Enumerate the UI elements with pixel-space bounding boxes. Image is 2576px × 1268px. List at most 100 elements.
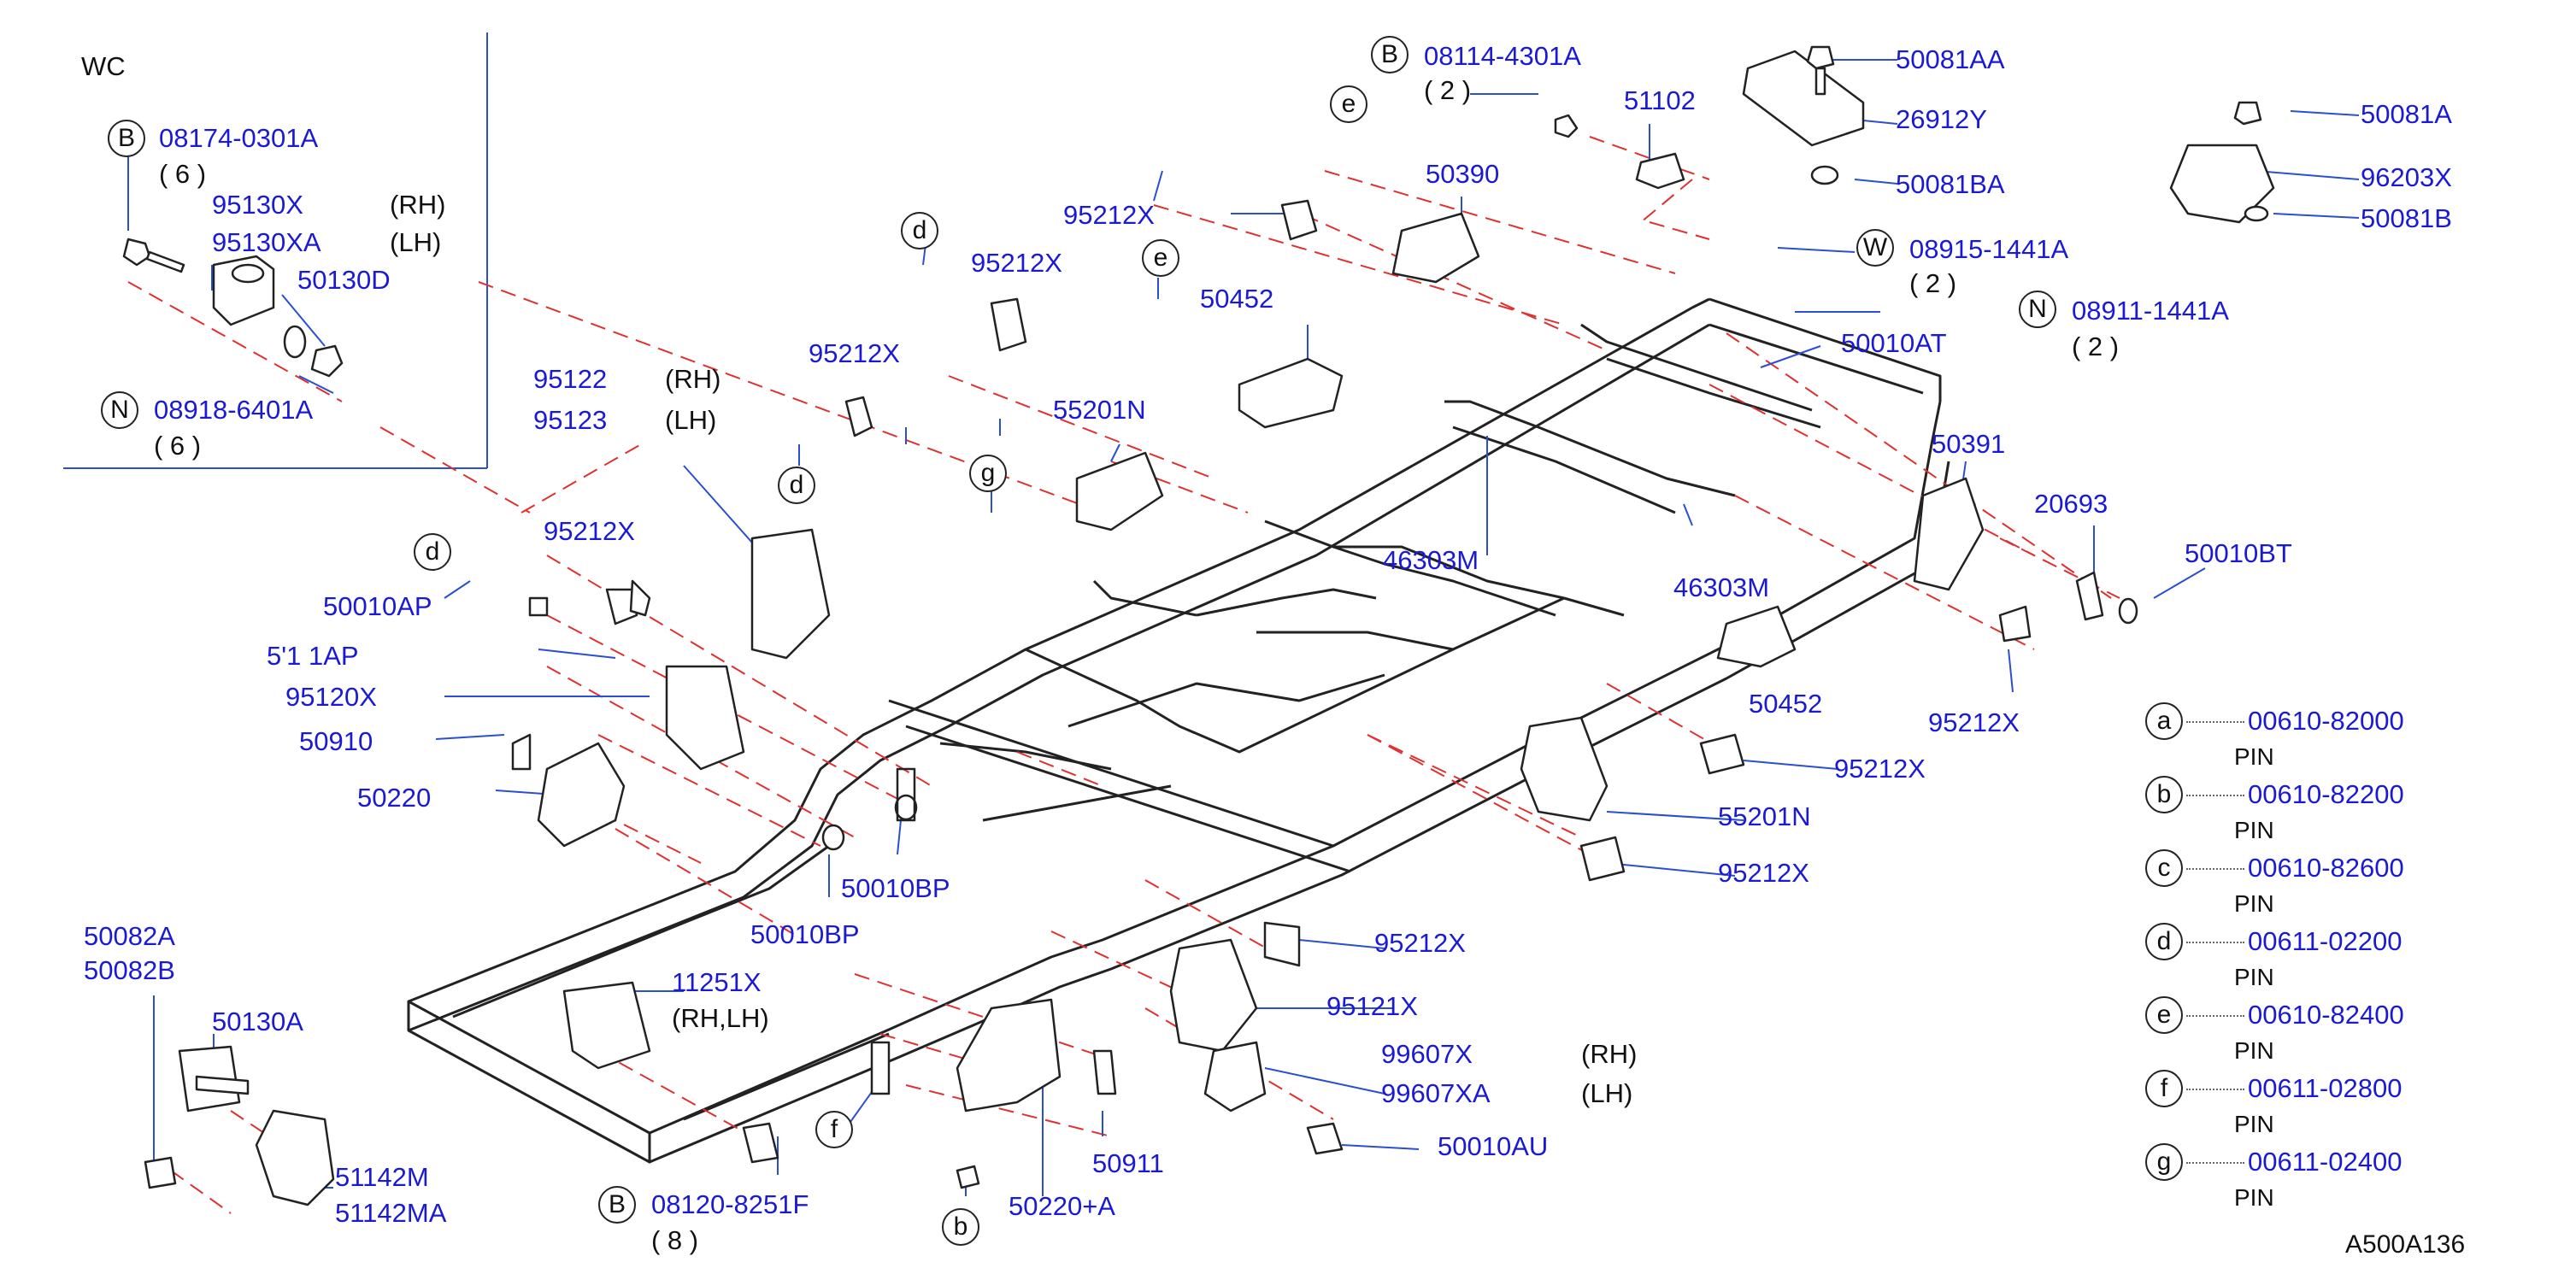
label-99607X-side: (RH) <box>1581 1039 1638 1069</box>
label-95122: 95122 <box>533 364 608 394</box>
label-50081BA: 50081BA <box>1896 169 2005 199</box>
pin-legend-name-a: PIN <box>2234 743 2274 770</box>
washer-w-qty: ( 2 ) <box>1909 268 1957 298</box>
label-50391: 50391 <box>1932 429 2006 459</box>
label-95212X-b: 95212X <box>971 248 1062 278</box>
nut-n-qty: ( 2 ) <box>2072 332 2120 361</box>
inset-washer-part: 50130D <box>297 265 391 295</box>
label-50081B: 50081B <box>2361 203 2452 233</box>
top-bolt-part: 08114-4301A <box>1424 41 1581 71</box>
pin-legend-leader <box>2186 721 2244 723</box>
nut-n-part: 08911-1441A <box>2072 296 2229 326</box>
label-51142M: 51142M <box>335 1162 429 1192</box>
pin-legend-name-e: PIN <box>2234 1037 2274 1064</box>
label-50081A: 50081A <box>2361 99 2452 129</box>
pin-legend-part-e: 00610-82400 <box>2248 1000 2404 1030</box>
label-95212X-d: 95212X <box>544 516 635 546</box>
inset-bolt-marker: B <box>108 120 145 157</box>
inset-bolt-qty: ( 6 ) <box>159 159 207 189</box>
label-20693: 20693 <box>2034 489 2108 519</box>
pin-legend-leader <box>2186 1089 2244 1090</box>
inset-bracket-rh-part: 95130X <box>212 190 303 220</box>
inset-nut-qty: ( 6 ) <box>154 431 202 461</box>
bottom-bolt-marker: B <box>598 1186 636 1224</box>
pin-marker-d-1: d <box>901 212 938 249</box>
label-50220A: 50220+A <box>1009 1191 1115 1221</box>
pin-legend-part-d: 00611-02200 <box>2248 926 2403 956</box>
label-50010BT: 50010BT <box>2185 538 2292 568</box>
label-50010AP: 50010AP <box>323 591 432 621</box>
label-11251X: 11251X <box>672 967 762 997</box>
label-95123-side: (LH) <box>665 405 717 435</box>
pin-legend-marker-g: g <box>2145 1143 2183 1181</box>
pin-legend-name-c: PIN <box>2234 890 2274 917</box>
label-50452-mid: 50452 <box>1749 689 1823 719</box>
label-50911: 50911 <box>1092 1148 1164 1178</box>
label-95121X: 95121X <box>1326 991 1418 1021</box>
inset-bracket-lh-part: 95130XA <box>212 227 321 257</box>
pin-legend-leader <box>2186 868 2244 870</box>
label-50081AA: 50081AA <box>1896 44 2005 74</box>
nut-n-marker: N <box>2019 291 2056 328</box>
label-50390: 50390 <box>1426 159 1500 189</box>
pin-legend-marker-e: e <box>2145 996 2183 1034</box>
pin-marker-e-mid: e <box>1142 239 1179 277</box>
pin-legend-part-b: 00610-82200 <box>2248 779 2404 809</box>
label-51142MA: 51142MA <box>335 1198 447 1228</box>
label-50082A: 50082A <box>84 921 175 951</box>
pin-marker-d-2: d <box>778 467 815 504</box>
bottom-bolt-qty: ( 8 ) <box>651 1225 699 1255</box>
label-99607X: 99607X <box>1381 1039 1473 1069</box>
label-99607XA-side: (LH) <box>1581 1078 1633 1108</box>
pin-marker-b: b <box>942 1208 979 1246</box>
label-50082B: 50082B <box>84 955 175 985</box>
label-95123: 95123 <box>533 405 608 435</box>
label-95120X: 95120X <box>285 682 377 712</box>
inset-nut-marker: N <box>101 391 138 429</box>
pin-legend-leader <box>2186 942 2244 943</box>
label-50130A: 50130A <box>212 1007 303 1036</box>
inset-bolt-part: 08174-0301A <box>159 123 319 153</box>
label-5010AP-partial: 5'1 1AP <box>267 641 359 671</box>
pin-legend-marker-f: f <box>2145 1070 2183 1107</box>
label-51102: 51102 <box>1624 85 1696 115</box>
label-50010BP-a: 50010BP <box>841 873 950 903</box>
label-95212X-e: 95212X <box>1928 707 2020 737</box>
label-26912Y: 26912Y <box>1896 104 1987 134</box>
pin-legend-marker-d: d <box>2145 923 2183 960</box>
inset-nut-part: 08918-6401A <box>154 395 314 425</box>
top-bolt-qty: ( 2 ) <box>1424 75 1472 105</box>
pin-legend-marker-a: a <box>2145 702 2183 740</box>
label-50010AU: 50010AU <box>1438 1131 1549 1161</box>
pin-legend-leader <box>2186 1162 2244 1164</box>
label-55201N-mid: 55201N <box>1718 801 1811 831</box>
pin-legend-part-a: 00610-82000 <box>2248 706 2404 736</box>
top-bolt-marker: B <box>1371 36 1409 73</box>
label-50010AT: 50010AT <box>1841 328 1947 358</box>
pin-marker-d-3: d <box>414 533 451 571</box>
washer-w-part: 08915-1441A <box>1909 234 2069 264</box>
pin-marker-g: g <box>969 455 1007 492</box>
pin-legend-name-d: PIN <box>2234 964 2274 990</box>
pin-legend-leader <box>2186 795 2244 796</box>
label-50010BP-b: 50010BP <box>750 919 860 949</box>
pin-legend-part-g: 00611-02400 <box>2248 1147 2403 1177</box>
label-95212X-top: 95212X <box>1063 200 1155 230</box>
label-50452-top: 50452 <box>1200 284 1274 314</box>
label-46303M-b: 46303M <box>1673 572 1770 602</box>
label-50910: 50910 <box>299 726 373 756</box>
pin-legend-marker-b: b <box>2145 776 2183 813</box>
part-shapes <box>122 45 2275 1206</box>
label-46303M-a: 46303M <box>1383 545 1479 575</box>
label-55201N-top: 55201N <box>1053 395 1146 425</box>
assembly-lines <box>127 136 2120 1214</box>
inset-title: WC <box>81 51 126 81</box>
pin-marker-f: f <box>815 1111 853 1148</box>
pin-legend-name-f: PIN <box>2234 1111 2274 1137</box>
label-95212X-c: 95212X <box>809 338 900 368</box>
label-95122-side: (RH) <box>665 364 721 394</box>
inset-bracket-rh-side: (RH) <box>390 190 446 220</box>
label-11251X-side: (RH,LH) <box>672 1003 769 1033</box>
pin-legend-part-c: 00610-82600 <box>2248 853 2404 883</box>
